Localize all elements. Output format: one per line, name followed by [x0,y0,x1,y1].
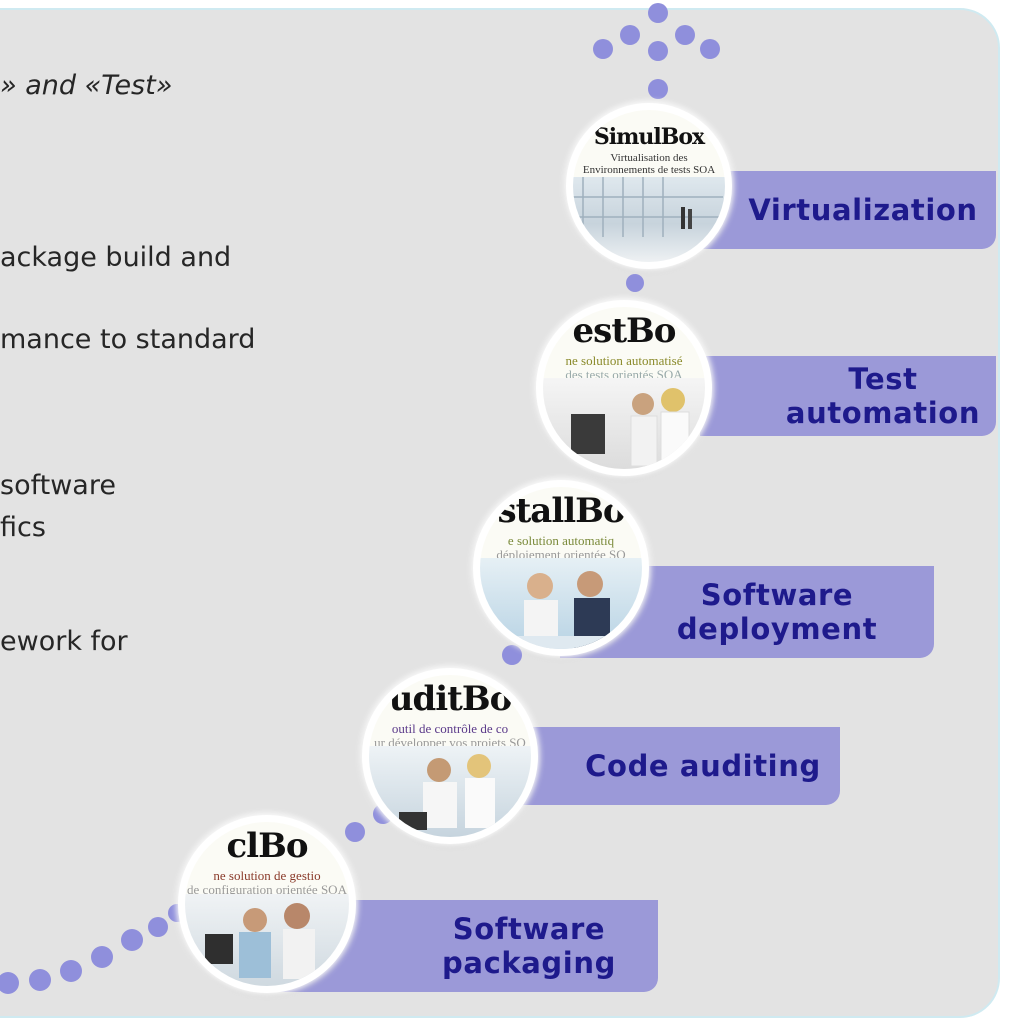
photo-illustration [573,176,723,237]
path-dot [60,960,82,982]
thumb-header: clBo ne solution de gestio de configurat… [185,822,349,897]
testbox-brand: estBo [572,311,677,351]
sclbox-brand: clBo [226,826,308,866]
workstation-photo-image [185,894,349,986]
path-dot [700,39,720,59]
step-label-line: deployment [676,612,878,646]
auditbox-brand: uditBo [388,679,513,719]
sclbox-tagline-2: de configuration orientée SOA [187,882,347,897]
step-label-line: Virtualization [748,193,978,227]
testbox-tagline-2: des tests orientés SOA [565,367,683,382]
step-label-line: Software [700,578,854,612]
thumb-header: uditBo outil de contrôle de co ur dévelo… [369,675,531,750]
installbox-tagline-2: déploiement orientée SO [496,547,626,562]
thumb-header: estBo ne solution automatisé des tests o… [543,307,705,382]
path-dot [626,274,644,292]
testbox-thumbnail: estBo ne solution automatisé des tests o… [536,300,712,476]
step-label-line: Code auditing [585,749,821,783]
text-line-3: mance to standard [0,324,256,355]
step-label-line: Software [452,912,606,946]
auditbox-thumbnail: uditBo outil de contrôle de co ur dévelo… [362,668,538,844]
desk-photo-image [369,746,531,837]
path-dot [29,969,51,991]
path-dot [148,917,168,937]
meeting-photo-image [480,558,642,649]
path-dot [345,822,365,842]
text-line-4: software [0,470,116,501]
step-label-virtualization: Virtualization [696,171,996,249]
team-photo-image [543,378,705,469]
thumb-header: stallBo e solution automatiq déploiement… [480,487,642,562]
step-label-line: automation [785,396,981,430]
path-dot [593,39,613,59]
simulbox-tagline-2: Environnements de tests SOA [582,164,716,176]
text-line-2: ackage build and [0,242,232,273]
auditbox-tagline-2: ur développer vos projets SO [374,735,526,750]
thumb-header: SimulBox Virtualisation des Environnemen… [573,110,725,177]
simulbox-brand: SimulBox [593,124,705,150]
path-dot [675,25,695,45]
simulbox-thumbnail: SimulBox Virtualisation des Environnemen… [566,103,732,269]
path-dot [91,946,113,968]
step-label-test-automation: Test automation [700,356,996,436]
path-dot [648,3,668,23]
path-dot [648,79,668,99]
path-dot [620,25,640,45]
installbox-thumbnail: stallBo e solution automatiq déploiement… [473,480,649,656]
sclbox-thumbnail: clBo ne solution de gestio de configurat… [178,815,356,993]
photo-illustration [205,903,315,980]
photo-illustration [571,388,690,469]
path-dot [0,972,19,994]
step-label-line: packaging [442,946,616,980]
text-line-1: » and «Test» [0,70,173,101]
path-dot [648,41,668,61]
auditbox-tagline-1: outil de contrôle de co [391,721,509,736]
sclbox-tagline-1: ne solution de gestio [213,868,321,883]
step-label-line: Test [848,362,918,396]
photo-illustration [399,754,495,831]
photo-illustration [480,571,642,649]
path-dot [502,645,522,665]
office-photo-image [573,176,725,262]
text-line-5: fics [0,512,46,543]
installbox-tagline-1: e solution automatiq [507,533,615,548]
testbox-tagline-1: ne solution automatisé [565,353,683,368]
simulbox-tagline-1: Virtualisation des [610,152,688,164]
text-line-6: ework for [0,626,128,657]
path-dot [121,929,143,951]
step-label-code-auditing: Code auditing [500,727,840,805]
installbox-brand: stallBo [497,491,625,531]
